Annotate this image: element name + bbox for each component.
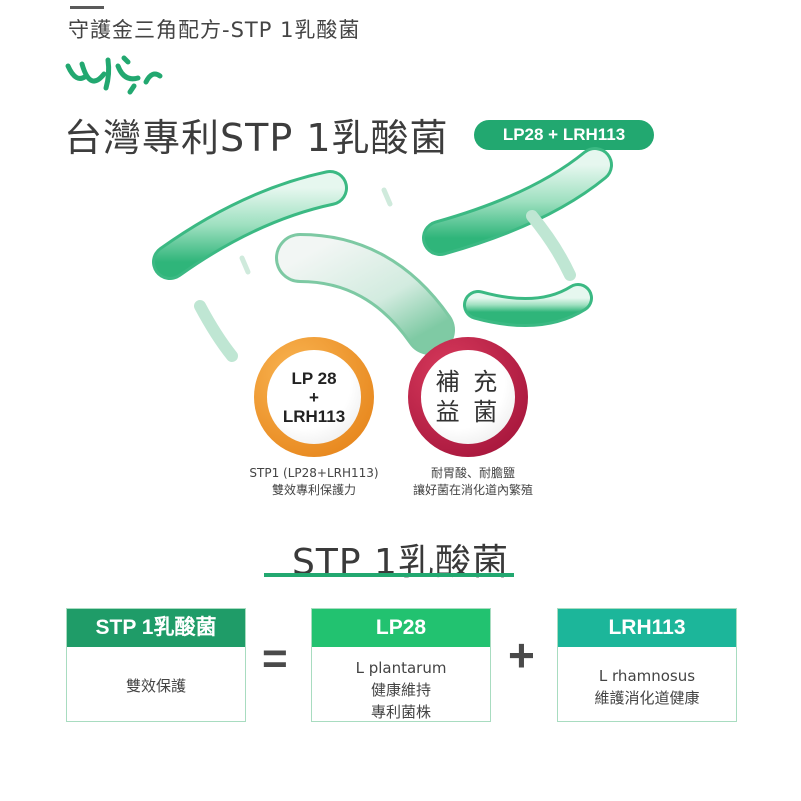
box-body: 雙效保護	[67, 647, 245, 697]
lp28-lrh113-badge: LP 28 + LRH113	[254, 337, 374, 457]
strain-pill: LP28 + LRH113	[474, 120, 654, 150]
plus-sign: +	[508, 629, 535, 681]
badge-line: 益 菌	[435, 398, 501, 426]
box-body-line: 維護消化道健康	[594, 689, 700, 707]
badge-line: LP 28	[291, 368, 337, 388]
box-header: LRH113	[558, 609, 736, 647]
lrh113-box: LRH113 L rhamnosus 維護消化道健康	[557, 608, 737, 722]
lp28-box: LP28 L plantarum 健康維持 專利菌株	[311, 608, 491, 722]
probiotic-supplement-badge: 補 充 益 菌	[408, 337, 528, 457]
top-accent-bar	[70, 6, 104, 9]
caption-line: 雙效專利保護力	[271, 483, 356, 497]
box-body-line: 雙效保護	[125, 677, 186, 695]
badge-line: 補 充	[435, 368, 501, 396]
stp1-formula-box: STP 1乳酸菌 雙效保護	[66, 608, 246, 722]
badge-line: LRH113	[282, 406, 346, 426]
equals-sign: =	[262, 634, 288, 683]
bacteria-logo-icon	[65, 55, 163, 95]
section-title: STP 1乳酸菌	[292, 542, 509, 583]
series-title: 守護金三角配方-STP 1乳酸菌	[68, 18, 361, 42]
box-header: LP28	[312, 609, 490, 647]
caption-line: 耐胃酸、耐膽鹽	[430, 466, 515, 480]
box-body-line: 健康維持	[370, 681, 431, 699]
box-header: STP 1乳酸菌	[67, 609, 245, 647]
badge-line: +	[309, 387, 319, 407]
section-underline	[264, 573, 514, 577]
box-body: L rhamnosus 維護消化道健康	[558, 647, 736, 709]
headline: 台灣專利STP 1乳酸菌	[64, 116, 449, 160]
badge-caption: STP1 (LP28+LRH113) 雙效專利保護力	[234, 465, 394, 499]
box-body-line: L plantarum	[355, 659, 447, 677]
box-body-line: 專利菌株	[370, 703, 431, 721]
box-body: L plantarum 健康維持 專利菌株	[312, 647, 490, 723]
badge-caption: 耐胃酸、耐膽鹽 讓好菌在消化道內繁殖	[398, 465, 548, 499]
box-body-line: L rhamnosus	[598, 667, 696, 685]
caption-line: STP1 (LP28+LRH113)	[249, 466, 379, 480]
caption-line: 讓好菌在消化道內繁殖	[412, 483, 533, 497]
